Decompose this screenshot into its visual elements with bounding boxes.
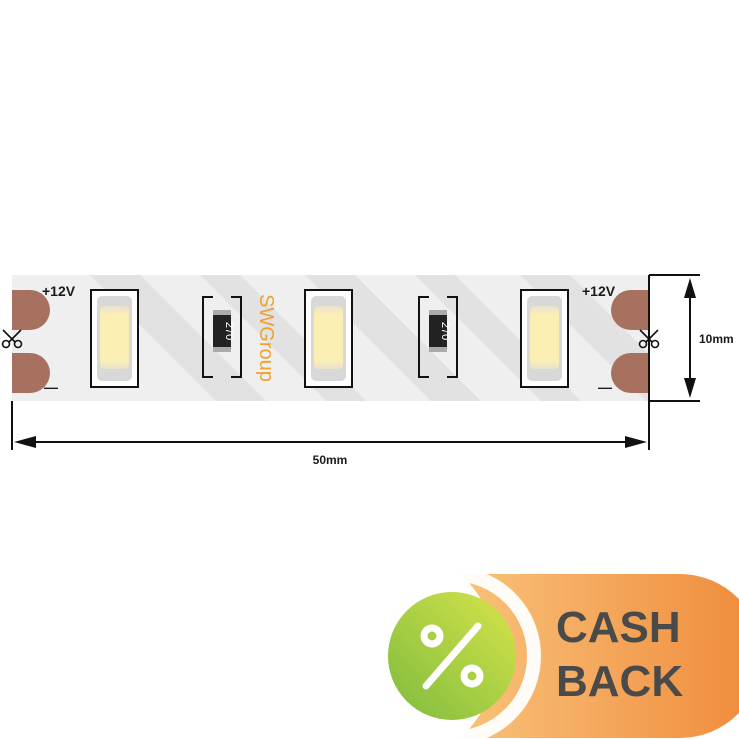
width-dimension (648, 274, 700, 402)
cashback-badge: CASH BACK (363, 567, 739, 739)
arrow-up-icon (684, 278, 696, 298)
led-chip (304, 289, 353, 388)
percent-icon (420, 622, 484, 690)
left-pad-bottom (12, 353, 50, 393)
badge-line2: BACK (556, 657, 683, 706)
resistor-code: 270 (223, 322, 235, 340)
badge-line1: CASH (556, 603, 681, 652)
brand-label: SWGroup (255, 294, 277, 382)
length-label: 50mm (313, 453, 348, 467)
left-minus-label: — (44, 379, 58, 395)
width-label: 10mm (699, 332, 734, 346)
right-minus-label: — (598, 379, 612, 395)
right-pad-top (611, 290, 649, 330)
arrow-right-icon (625, 436, 647, 448)
scissors-icon (1, 329, 23, 349)
left-voltage-label: +12V (42, 283, 76, 299)
right-pad-bottom (611, 353, 649, 393)
led-chip (90, 289, 139, 388)
resistor-code: 270 (439, 322, 451, 340)
arrow-down-icon (684, 378, 696, 398)
length-dimension (11, 401, 650, 450)
arrow-left-icon (14, 436, 36, 448)
led-chip (520, 289, 569, 388)
left-pad-top (12, 290, 50, 330)
resistor: 270 (202, 296, 242, 378)
resistor: 270 (418, 296, 458, 378)
right-voltage-label: +12V (582, 283, 616, 299)
